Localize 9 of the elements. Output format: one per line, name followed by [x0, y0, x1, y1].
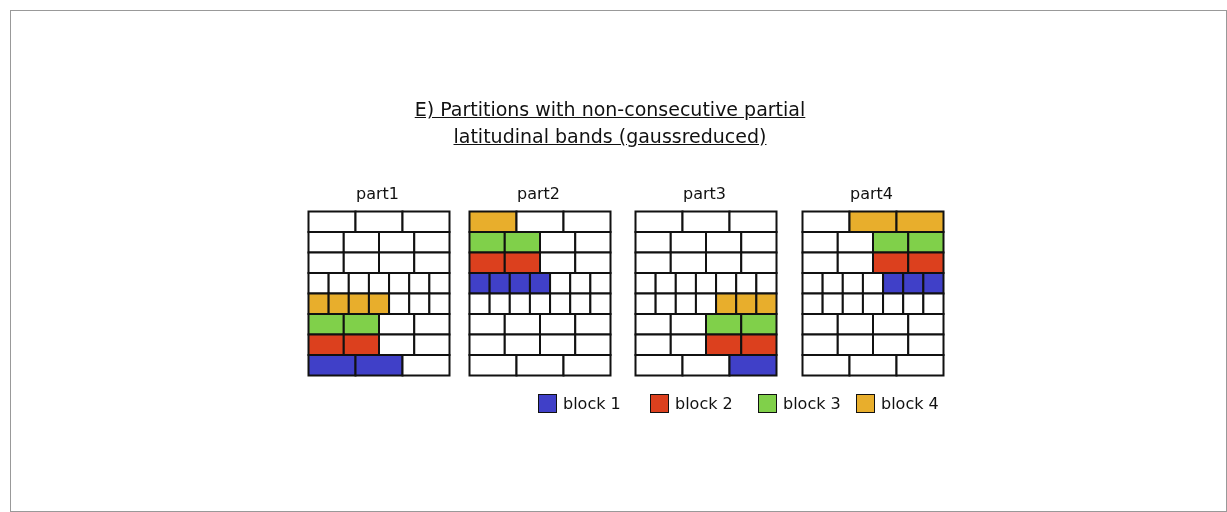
- legend-label: block 2: [675, 394, 733, 413]
- title: E) Partitions with non-consecutive partial latitudinal bands (gaussreduced): [413, 97, 807, 149]
- panel-heading: part3: [682, 184, 727, 204]
- legend-label: block 3: [783, 394, 841, 413]
- legend-label: block 1: [563, 394, 621, 413]
- legend-label: block 4: [881, 394, 939, 413]
- panel-heading: part4: [849, 184, 894, 204]
- panel-heading: part1: [355, 184, 400, 204]
- panel-heading: part2: [516, 184, 561, 204]
